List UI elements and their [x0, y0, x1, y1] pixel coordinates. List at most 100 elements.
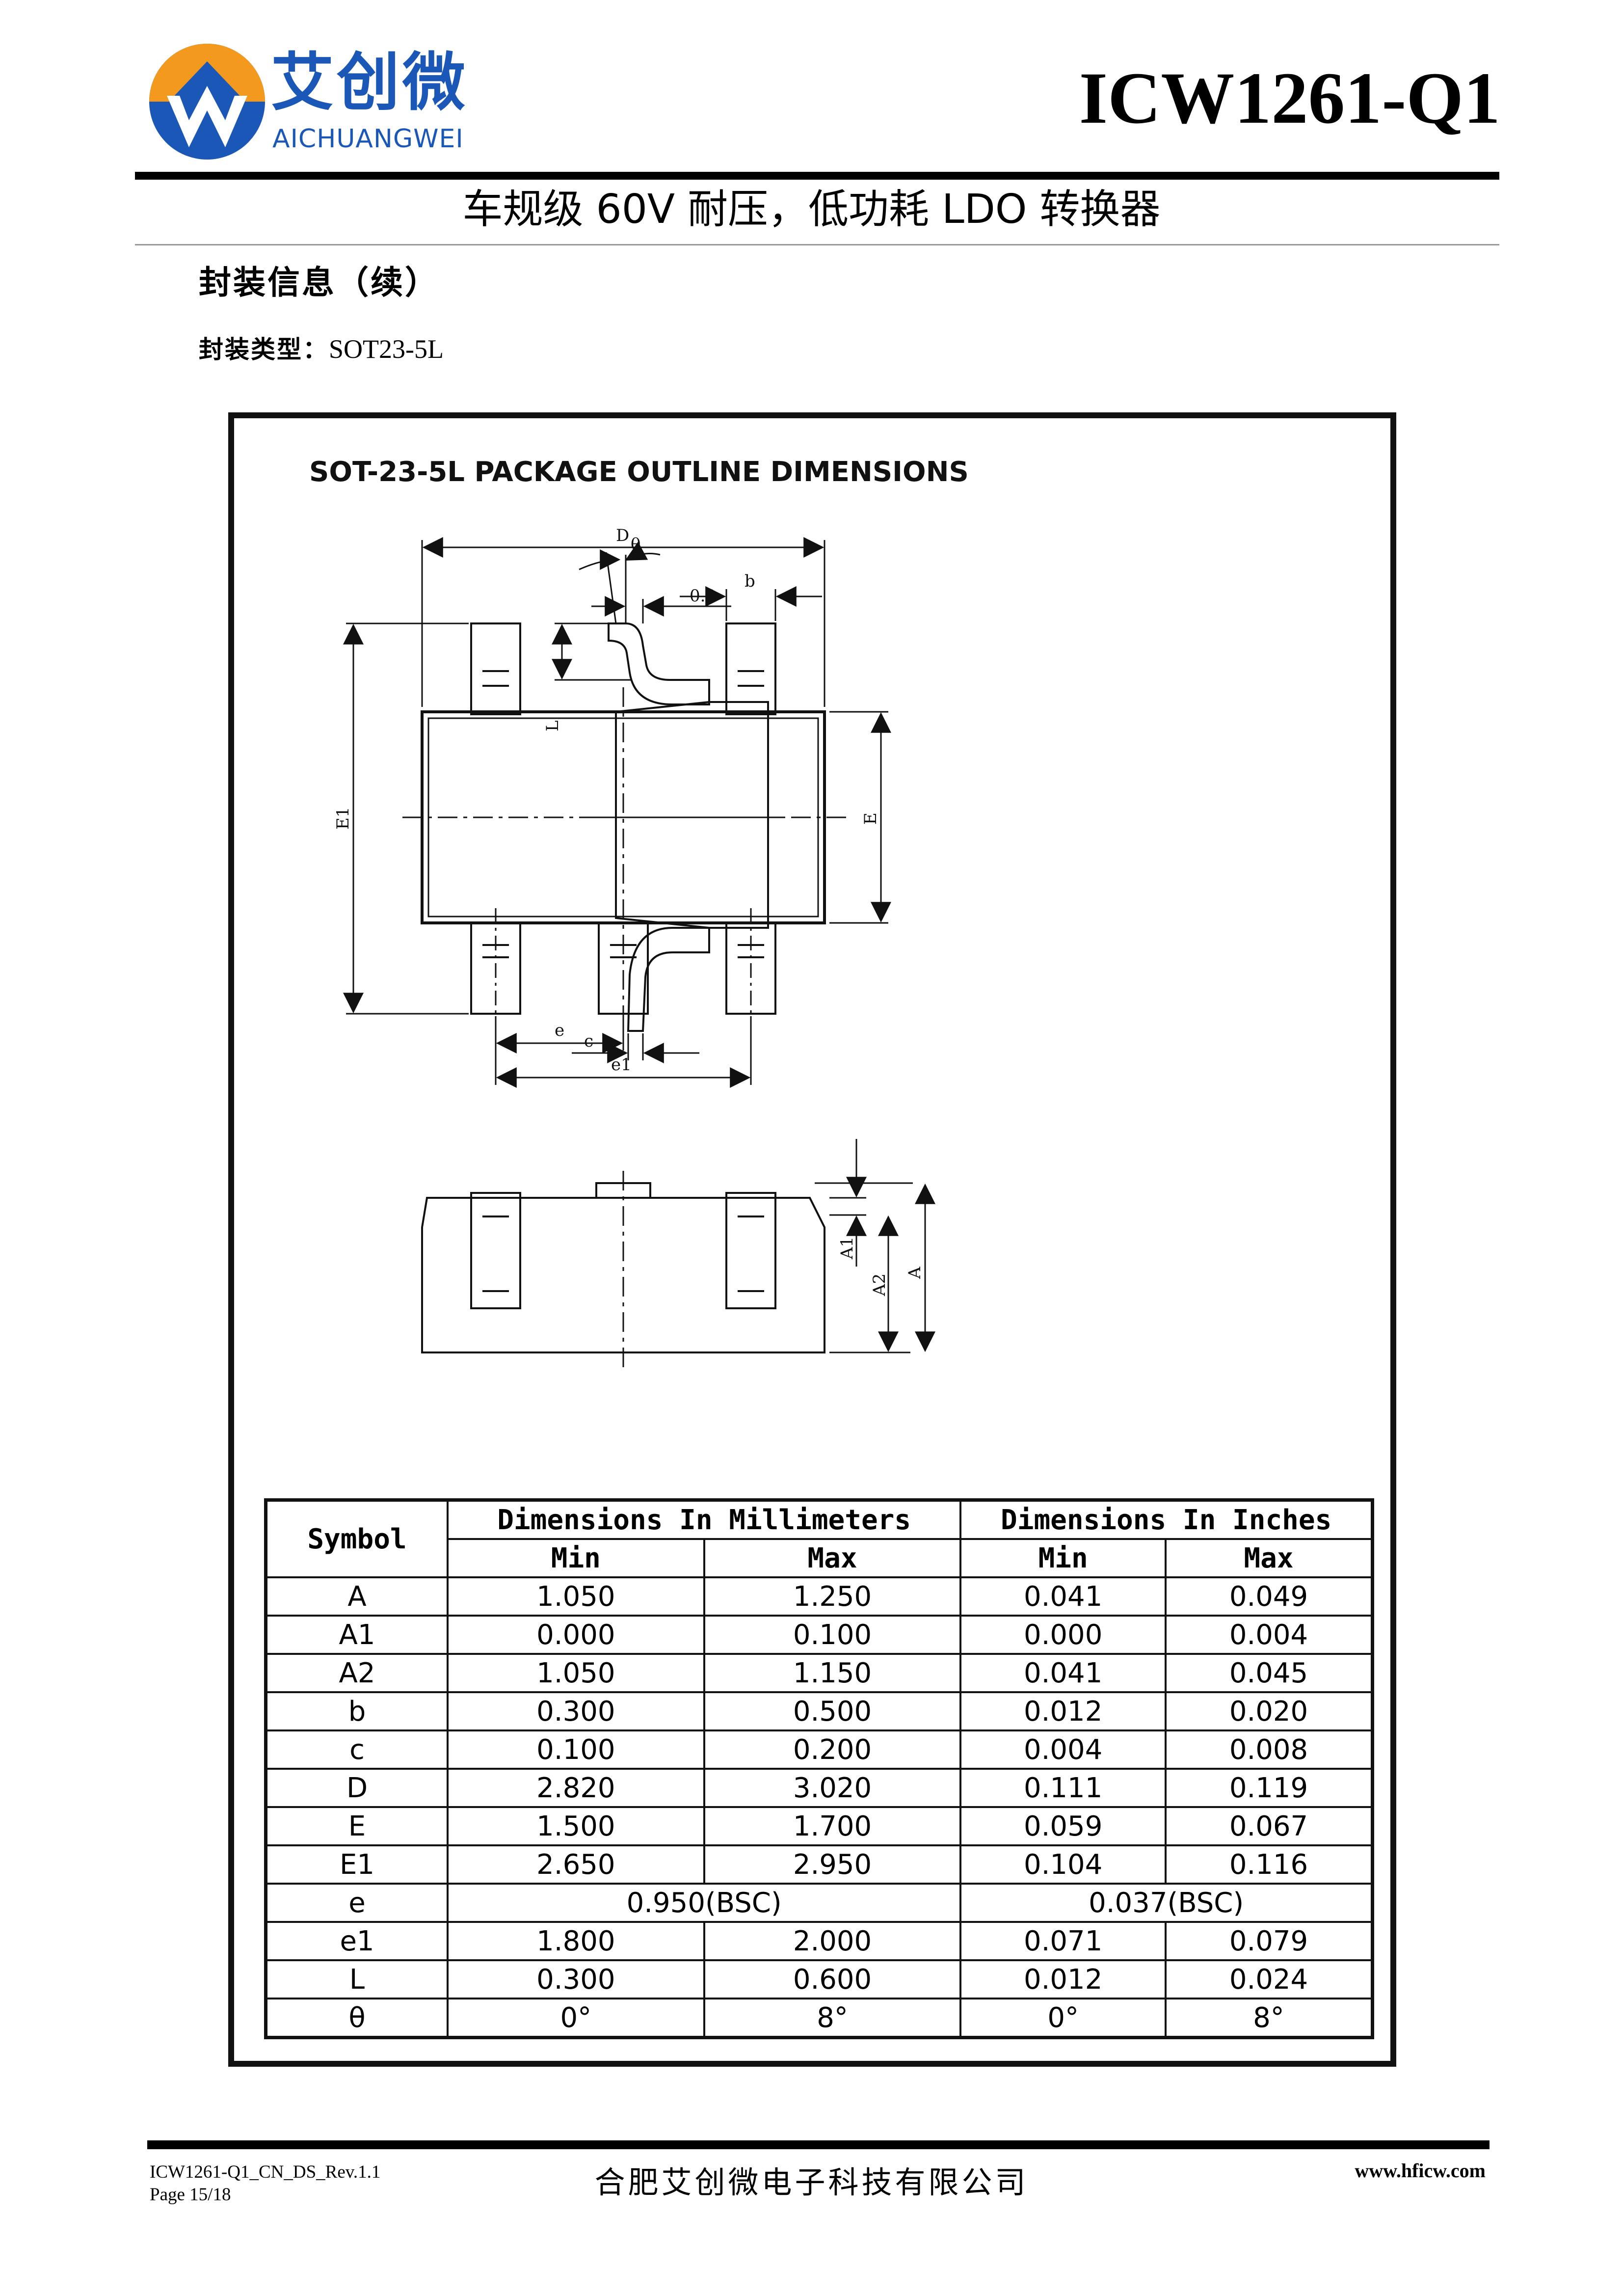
mm-min-header: Min — [447, 1538, 705, 1578]
in-min-cell: 0.111 — [959, 1768, 1167, 1808]
dim-label-E1: E1 — [333, 807, 353, 830]
table-subheader-row: Min Max Min Max — [266, 1538, 1374, 1578]
mm-max-cell: 0.100 — [703, 1615, 962, 1655]
mm-min-cell: 2.820 — [447, 1768, 705, 1808]
row-symbol: A — [265, 1576, 449, 1617]
in-max-cell: 0.067 — [1164, 1806, 1374, 1846]
dimensions-table: Symbol Dimensions In Millimeters Dimensi… — [264, 1498, 1374, 2039]
mm-min-cell: 0.100 — [447, 1729, 705, 1770]
package-type: 封装类型：SOT23-5L — [199, 330, 444, 365]
dim-label-A1: A1 — [837, 1237, 857, 1260]
table-row: θ 0° 8° 0° 8° — [265, 1998, 1374, 2039]
row-symbol: E1 — [265, 1844, 449, 1885]
part-number: ICW1261-Q1 — [1079, 57, 1500, 139]
mm-max-cell: 8° — [703, 1998, 962, 2039]
footer-website-link[interactable]: www.hficw.com — [1355, 2160, 1486, 2182]
mm-min-cell: 0.300 — [447, 1691, 705, 1731]
row-symbol: b — [265, 1691, 449, 1731]
in-max-cell: 0.008 — [1164, 1729, 1374, 1770]
header-divider — [135, 172, 1499, 180]
mm-max-cell: 3.020 — [703, 1768, 962, 1808]
dim-label-E: E — [861, 812, 880, 825]
in-min-cell: 0.104 — [959, 1844, 1167, 1885]
in-max-cell: 0.045 — [1164, 1653, 1374, 1693]
table-row: b 0.300 0.500 0.012 0.020 — [265, 1691, 1374, 1731]
table-row: c 0.100 0.200 0.004 0.008 — [265, 1729, 1374, 1770]
footer-divider — [147, 2140, 1490, 2149]
table-row: E1 2.650 2.950 0.104 0.116 — [265, 1844, 1374, 1885]
logo-emblem-icon — [149, 44, 265, 160]
package-outline-drawing: SOT-23-5L PACKAGE OUTLINE DIMENSIONS — [309, 456, 969, 1367]
package-drawing-frame — [228, 412, 1396, 2067]
symbol-header: Symbol — [265, 1499, 449, 1578]
inches-header: Dimensions In Inches — [959, 1499, 1374, 1540]
dim-label-e: e — [555, 1021, 564, 1040]
row-symbol: A2 — [265, 1653, 449, 1693]
table-row: L 0.300 0.600 0.012 0.024 — [265, 1959, 1374, 1999]
table-header-row: Symbol Dimensions In Millimeters Dimensi… — [265, 1499, 1374, 1578]
table-row: A1 0.000 0.100 0.000 0.004 — [265, 1615, 1374, 1655]
mm-max-header: Max — [703, 1538, 962, 1578]
mm-max-cell: 0.500 — [703, 1691, 962, 1731]
mm-min-cell: 2.650 — [447, 1844, 705, 1885]
in-max-header: Max — [1164, 1538, 1374, 1578]
mm-min-cell: 1.050 — [447, 1653, 705, 1693]
subtitle-divider — [135, 244, 1499, 245]
footer-page-number: Page 15/18 — [150, 2185, 231, 2205]
table-row: A 1.050 1.250 0.041 0.049 — [265, 1576, 1374, 1617]
mm-min-cell: 1.800 — [447, 1921, 705, 1961]
footer-document-info: ICW1261-Q1_CN_DS_Rev.1.1 Page 15/18 — [150, 2161, 380, 2207]
dim-label-A: A — [905, 1267, 925, 1279]
table-row: E 1.500 1.700 0.059 0.067 — [265, 1806, 1374, 1846]
logo-chinese-name: 艾创微 — [271, 46, 469, 119]
mm-max-cell: 1.250 — [703, 1576, 962, 1617]
dim-label-lead-offset: 0.2 — [690, 586, 716, 606]
mm-bsc-cell: 0.950(BSC) — [446, 1883, 962, 1923]
table-row: D 2.820 3.020 0.111 0.119 — [265, 1768, 1374, 1808]
in-max-cell: 0.024 — [1164, 1959, 1374, 1999]
in-max-cell: 0.119 — [1164, 1768, 1374, 1808]
mm-min-cell: 0.000 — [447, 1615, 705, 1655]
millimeters-header: Dimensions In Millimeters — [446, 1499, 962, 1540]
footer-company-name: 合肥艾创微电子科技有限公司 — [594, 2164, 1029, 2200]
mm-min-cell: 1.500 — [447, 1806, 705, 1846]
top-view: D b E1 E e e1 — [333, 526, 891, 1088]
row-symbol: E — [265, 1806, 449, 1846]
dim-label-theta: θ — [631, 535, 640, 554]
in-max-cell: 8° — [1164, 1998, 1374, 2039]
row-symbol: e — [265, 1883, 449, 1923]
mm-max-cell: 1.150 — [703, 1653, 962, 1693]
table-row: e 0.950(BSC) 0.037(BSC) — [265, 1883, 1374, 1923]
footer-doc-id: ICW1261-Q1_CN_DS_Rev.1.1 — [150, 2162, 381, 2182]
front-view: A1 A2 A — [421, 1139, 935, 1367]
in-max-cell: 0.116 — [1164, 1844, 1374, 1885]
in-min-cell: 0.071 — [959, 1921, 1167, 1961]
mm-min-cell: 1.050 — [447, 1576, 705, 1617]
package-type-label: 封装类型： — [199, 335, 329, 364]
mm-max-cell: 1.700 — [703, 1806, 962, 1846]
mm-max-cell: 0.600 — [703, 1959, 962, 1999]
in-max-cell: 0.049 — [1164, 1576, 1374, 1617]
dim-label-b: b — [745, 571, 755, 591]
row-symbol: θ — [265, 1998, 449, 2039]
side-view: θ 0.2 L c — [543, 535, 785, 1063]
logo-english-name: AICHUANGWEI — [272, 124, 464, 154]
in-max-cell: 0.020 — [1164, 1691, 1374, 1731]
mm-max-cell: 2.000 — [703, 1921, 962, 1961]
row-symbol: e1 — [265, 1921, 449, 1961]
in-min-cell: 0.000 — [959, 1615, 1167, 1655]
company-logo: 艾创微 AICHUANGWEI — [147, 42, 491, 169]
row-symbol: A1 — [265, 1615, 449, 1655]
in-bsc-cell: 0.037(BSC) — [959, 1883, 1374, 1923]
in-min-cell: 0.041 — [959, 1576, 1167, 1617]
row-symbol: c — [265, 1729, 449, 1770]
in-max-cell: 0.079 — [1164, 1921, 1374, 1961]
drawing-title: SOT-23-5L PACKAGE OUTLINE DIMENSIONS — [309, 456, 969, 488]
row-symbol: L — [265, 1959, 449, 1999]
document-subtitle: 车规级 60V 耐压，低功耗 LDO 转换器 — [462, 186, 1161, 233]
in-min-cell: 0.059 — [959, 1806, 1167, 1846]
dim-label-D: D — [616, 526, 629, 545]
in-min-cell: 0.041 — [959, 1653, 1167, 1693]
section-title: 封装信息（续） — [199, 264, 439, 301]
in-min-cell: 0.004 — [959, 1729, 1167, 1770]
